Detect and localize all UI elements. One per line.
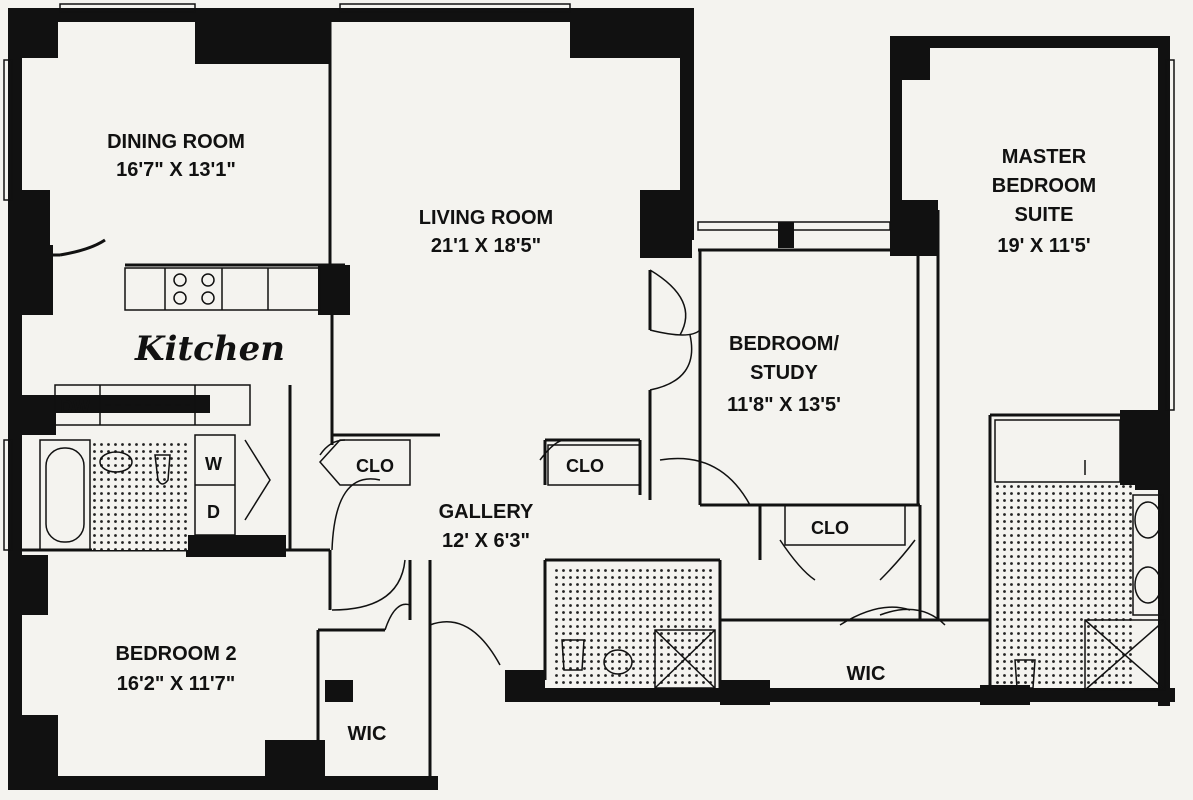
gallery-name: GALLERY bbox=[439, 501, 534, 523]
fixture-labels: DW W D CLO CLO CLO WIC WIC bbox=[60, 397, 885, 745]
dining-room-name: DINING ROOM bbox=[107, 131, 245, 153]
bedroom-study-name-line1: BEDROOM/ bbox=[729, 333, 839, 355]
kitchen-label: Kitchen bbox=[134, 329, 285, 369]
wic-label-bedroom2: WIC bbox=[348, 723, 387, 745]
closet-outlines bbox=[318, 439, 906, 546]
exterior-walls bbox=[8, 8, 1175, 790]
master-bedroom-name-line2: BEDROOM bbox=[992, 175, 1096, 197]
dining-room-size: 16'7" X 13'1" bbox=[116, 159, 236, 181]
bedroom-study-size: 11'8" X 13'5' bbox=[727, 394, 841, 416]
living-room-size: 21'1 X 18'5" bbox=[431, 235, 541, 257]
bedroom-2-name: BEDROOM 2 bbox=[115, 643, 236, 665]
windows bbox=[3, 3, 1175, 551]
closet-label-bath: CLO bbox=[566, 456, 604, 476]
wic-label-master: WIC bbox=[847, 663, 886, 685]
room-labels: DINING ROOM 16'7" X 13'1" LIVING ROOM 21… bbox=[107, 131, 1096, 695]
washer-label: W bbox=[205, 454, 222, 474]
master-bedroom-size: 19' X 11'5' bbox=[997, 235, 1090, 257]
bedroom-2-size: 16'2" X 11'7" bbox=[117, 673, 236, 695]
living-room-name: LIVING ROOM bbox=[419, 207, 553, 229]
gallery-size: 12' X 6'3" bbox=[442, 530, 530, 552]
bedroom-study-name-line2: STUDY bbox=[750, 362, 818, 384]
dryer-label: D bbox=[207, 502, 220, 522]
kitchen-fixtures bbox=[54, 267, 321, 536]
master-bedroom-name-line3: SUITE bbox=[1015, 204, 1074, 226]
dishwasher-label: DW bbox=[60, 397, 90, 417]
closet-label-gallery: CLO bbox=[356, 456, 394, 476]
bathrooms bbox=[39, 419, 1166, 691]
master-bedroom-name-line1: MASTER bbox=[1002, 146, 1087, 168]
closet-label-study: CLO bbox=[811, 518, 849, 538]
interior-walls bbox=[20, 20, 1120, 790]
